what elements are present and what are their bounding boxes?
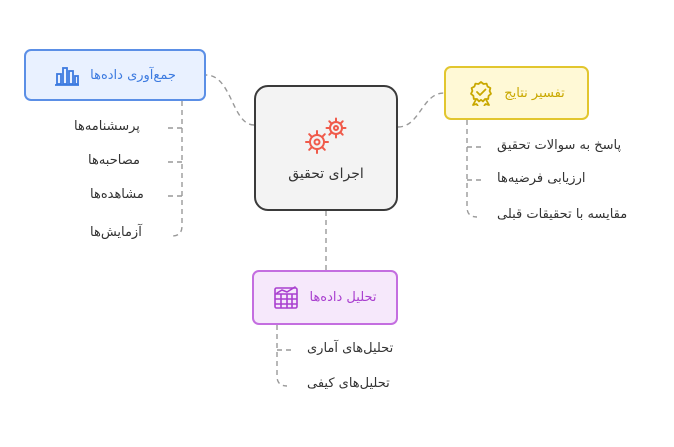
- award-badge-icon: [470, 81, 493, 106]
- spreadsheet-chart-icon: [274, 285, 299, 309]
- leaf-interviews[interactable]: مصاحبه‌ها: [88, 153, 140, 168]
- center-node[interactable]: اجرای تحقیق: [254, 85, 398, 211]
- branch-interpretation[interactable]: تفسیر نتایج: [444, 66, 589, 120]
- leaf-answering-questions[interactable]: پاسخ به سوالات تحقیق: [497, 138, 622, 153]
- branch-label: تحلیل داده‌ها: [309, 290, 377, 305]
- bar-chart-icon: [55, 67, 80, 86]
- branch-data-analysis[interactable]: تحلیل داده‌ها: [252, 270, 398, 325]
- branch-label: تفسیر نتایج: [504, 85, 565, 101]
- leaf-observations[interactable]: مشاهده‌ها: [90, 187, 144, 202]
- leaf-comparing-prior-research[interactable]: مقایسه با تحقیقات قبلی: [497, 207, 628, 222]
- branch-data-collection[interactable]: جمع‌آوری داده‌ها: [24, 49, 206, 101]
- branch-label: جمع‌آوری داده‌ها: [90, 67, 176, 83]
- leaf-qualitative-analyses[interactable]: تحلیل‌های کیفی: [307, 376, 390, 391]
- center-label: اجرای تحقیق: [288, 166, 364, 182]
- gears-icon: [305, 117, 347, 154]
- leaf-experiments[interactable]: آزمایش‌ها: [90, 225, 142, 240]
- leaf-questionnaires[interactable]: پرسشنامه‌ها: [74, 119, 140, 134]
- leaf-evaluating-hypotheses[interactable]: ارزیابی فرضیه‌ها: [497, 171, 586, 186]
- leaf-statistical-analyses[interactable]: تحلیل‌های آماری: [307, 341, 394, 356]
